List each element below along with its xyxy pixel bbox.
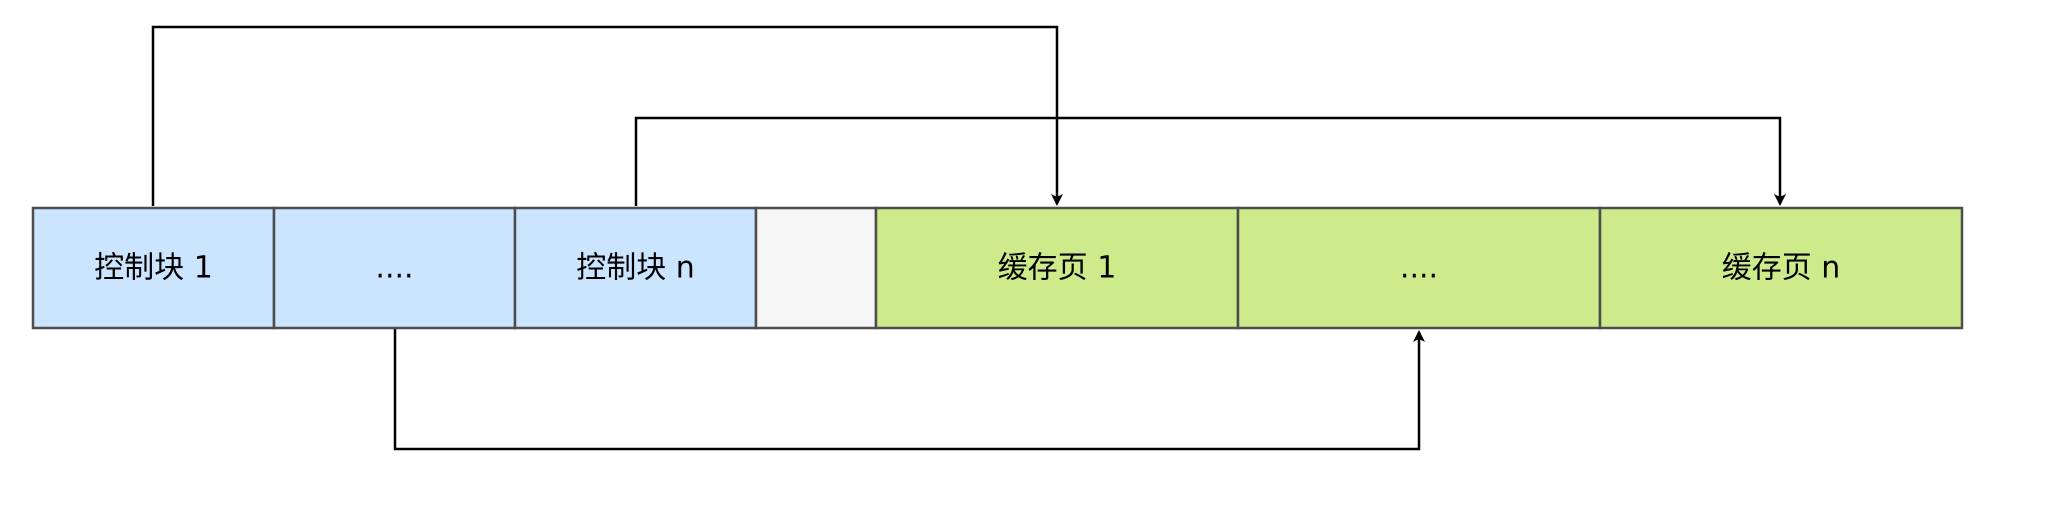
control-block-cell: 控制块 n	[513, 206, 758, 330]
cache-page-1-label: 缓存页 1	[998, 251, 1117, 286]
control-block-cell: 控制块 1	[31, 206, 276, 330]
cache-page-cell: 缓存页 1	[874, 206, 1240, 330]
connector-control-n-to-page-n	[634, 116, 1786, 206]
control-block-1-label: 控制块 1	[94, 251, 213, 286]
connector-control-mid-to-page-mid	[393, 328, 1425, 451]
cache-page-1-box	[874, 206, 1240, 330]
control-block-n-box	[513, 206, 758, 330]
control-block-ellipsis-label: ....	[375, 251, 413, 286]
control-block-n-label: 控制块 n	[576, 251, 695, 286]
cache-page-ellipsis-label: ....	[1400, 251, 1438, 286]
fragment-gap-box	[754, 206, 878, 330]
cache-page-cell: 缓存页 n	[1598, 206, 1964, 330]
memory-row: 控制块 1 .... 控制块 n 缓存页 1 .... 缓存页 n	[31, 206, 1964, 330]
cache-page-n-label: 缓存页 n	[1722, 251, 1841, 286]
control-block-1-box	[31, 206, 276, 330]
control-block-ellipsis-box	[272, 206, 517, 330]
cache-page-cell: ....	[1236, 206, 1602, 330]
cache-page-ellipsis-box	[1236, 206, 1602, 330]
fragment-gap-cell	[754, 206, 878, 330]
cache-page-n-box	[1598, 206, 1964, 330]
control-block-cell: ....	[272, 206, 517, 330]
connector-control-1-to-page-1	[151, 25, 1063, 206]
connectors	[151, 25, 1786, 451]
